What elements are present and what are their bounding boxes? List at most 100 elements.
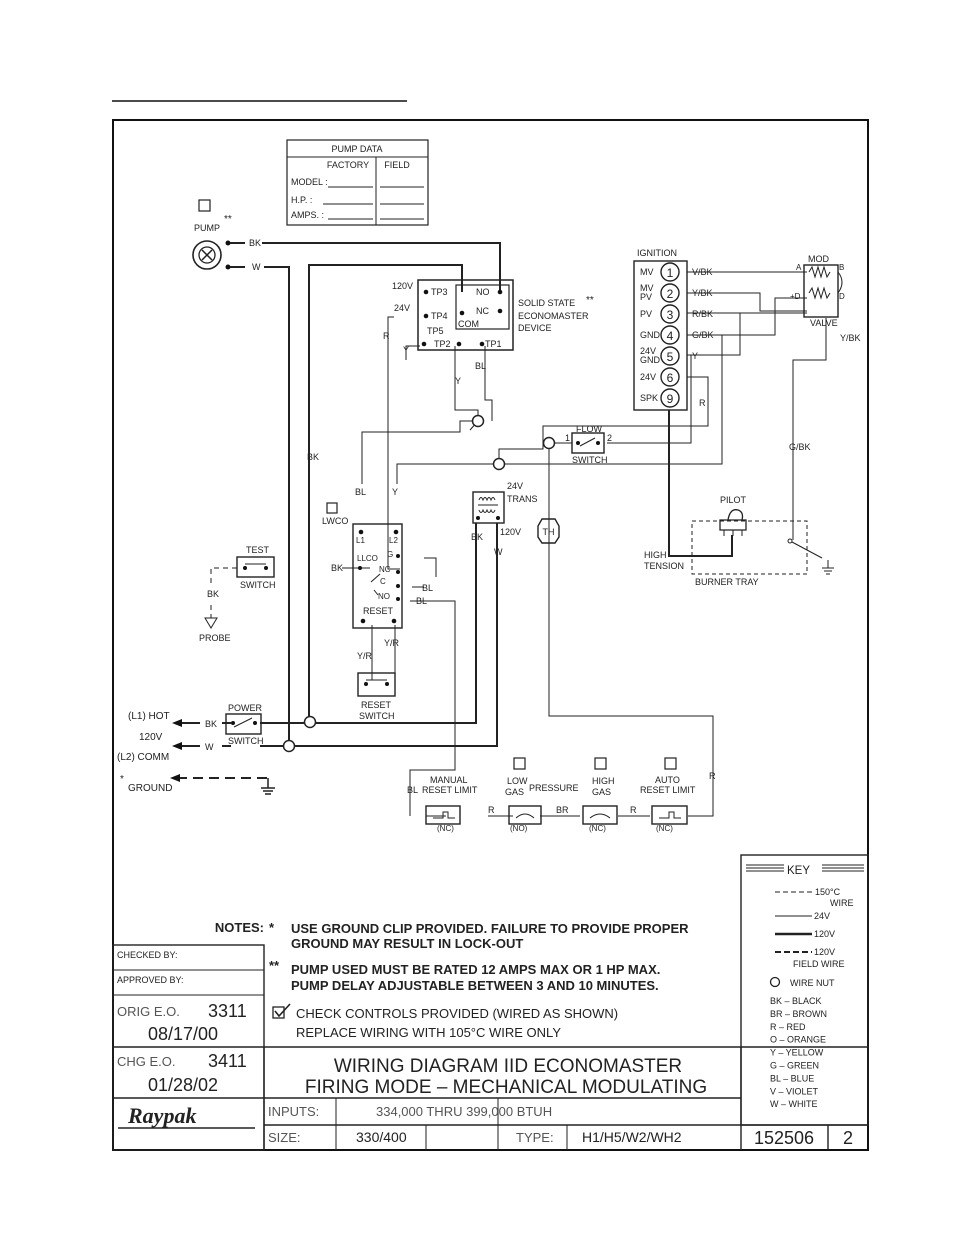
ignition-pin-label: GND bbox=[640, 330, 661, 340]
valve-d: D bbox=[839, 292, 845, 301]
reset-switch: RESET SWITCH bbox=[357, 672, 396, 721]
pump-data-field-header: FIELD bbox=[384, 160, 410, 170]
lwco-bl1-label: BL bbox=[422, 583, 433, 593]
key-color-entry: V – VIOLET bbox=[770, 1086, 819, 1096]
power-supply: (L1) HOT 120V (L2) COMM * GROUND BK W PO… bbox=[117, 703, 275, 795]
auto-limit-checkbox bbox=[664, 757, 677, 770]
title-block: CHECKED BY: APPROVED BY: ORIG E.O. 3311 … bbox=[112, 944, 868, 1151]
pump-label: PUMP bbox=[194, 223, 220, 233]
manual-limit-label-2: RESET LIMIT bbox=[422, 785, 478, 795]
check-box-icon bbox=[272, 1006, 285, 1019]
tp2-label: TP2 bbox=[434, 339, 451, 349]
note-check: CHECK CONTROLS PROVIDED (WIRED AS SHOWN) bbox=[296, 1006, 618, 1021]
inputs-label: INPUTS: bbox=[268, 1104, 319, 1119]
lwco-bk-label: BK bbox=[331, 563, 343, 573]
type-value: H1/H5/W2/WH2 bbox=[582, 1129, 682, 1145]
trans-label: TRANS bbox=[507, 494, 538, 504]
pump-wire-w: W bbox=[252, 262, 261, 272]
chg-eo-value: 3411 bbox=[208, 1051, 247, 1071]
pump-motor-icon bbox=[192, 240, 222, 270]
drawing-title-line1: WIRING DIAGRAM IID ECONOMASTER bbox=[334, 1056, 682, 1077]
mod-valve: MOD A B +D D VALVE Y/BK G/BK bbox=[789, 254, 861, 452]
ignition-pin-2 bbox=[660, 283, 680, 303]
valve-label: VALVE bbox=[810, 318, 838, 328]
auto-limit-label-2: RESET LIMIT bbox=[640, 785, 696, 795]
tp4-label: TP4 bbox=[431, 311, 448, 321]
note-replace: REPLACE WIRING WITH 105°C WIRE ONLY bbox=[296, 1025, 561, 1040]
econo-com-label: COM bbox=[458, 319, 479, 329]
lwco-y-label: Y bbox=[392, 487, 398, 497]
pump: ** PUMP BK W bbox=[192, 199, 261, 272]
valve-g-bk-label: G/BK bbox=[789, 442, 811, 452]
econo-nc-label: NC bbox=[476, 306, 489, 316]
flow-switch-sub: SWITCH bbox=[572, 455, 608, 465]
burner-tray bbox=[691, 520, 808, 575]
pump-wire-bk: BK bbox=[249, 238, 261, 248]
ignition-pin-1 bbox=[660, 262, 680, 282]
key-color-entry: Y – YELLOW bbox=[770, 1048, 824, 1058]
arrow-comm bbox=[172, 742, 182, 750]
lwco: LWCO BL Y L1 L2 LLCO G NC C NO RESET BK … bbox=[322, 487, 433, 661]
key-150c: 150°C bbox=[815, 887, 841, 897]
flow-p2: 2 bbox=[607, 433, 612, 443]
key-legend: KEY 150°C WIRE 24V 120V 120V FIELD WIRE … bbox=[740, 854, 869, 1126]
key-wire-nut: WIRE NUT bbox=[790, 978, 835, 988]
pilot-high-label: HIGH bbox=[644, 550, 667, 560]
low-gas-checkbox bbox=[513, 757, 526, 770]
key-color-entry: R – RED bbox=[770, 1022, 806, 1032]
orig-eo-value: 3311 bbox=[208, 1001, 247, 1021]
test-switch: TEST SWITCH BK PROBE bbox=[199, 545, 276, 643]
raypak-logo: Raypak bbox=[127, 1103, 196, 1128]
chg-eo-label: CHG E.O. bbox=[117, 1054, 176, 1069]
size-label: SIZE: bbox=[268, 1130, 301, 1145]
low-gas-label-1: LOW bbox=[507, 776, 528, 786]
power-switch bbox=[225, 713, 262, 735]
low-gas-label-2: GAS bbox=[505, 787, 524, 797]
reset-switch-label-1: RESET bbox=[361, 700, 392, 710]
key-120v: 120V bbox=[814, 929, 835, 939]
key-24v: 24V bbox=[814, 911, 830, 921]
econo-r-label: R bbox=[383, 331, 390, 341]
probe-label: PROBE bbox=[199, 633, 231, 643]
diagram-frame bbox=[112, 119, 869, 1151]
valve-y-bk-label: Y/BK bbox=[840, 333, 861, 343]
flow-p1: 1 bbox=[565, 433, 570, 443]
lwco-yr1-label: Y/R bbox=[357, 651, 373, 661]
ignition-pin-label: MV bbox=[640, 283, 654, 293]
valve-a: A bbox=[796, 263, 802, 272]
test-switch-sub: SWITCH bbox=[240, 580, 276, 590]
ignition-pin-label: GND bbox=[640, 355, 661, 365]
trans-bk-label: BK bbox=[471, 532, 483, 542]
power-l1-label: (L1) HOT bbox=[128, 711, 170, 722]
drawing-title-line2: FIRING MODE – MECHANICAL MODULATING bbox=[305, 1077, 707, 1098]
econo-label-3: DEVICE bbox=[518, 323, 552, 333]
lwco-llco: LLCO bbox=[357, 554, 378, 563]
high-gas-label-2: GAS bbox=[592, 787, 611, 797]
power-switch-label: POWER bbox=[228, 703, 263, 713]
lwco-no: NO bbox=[378, 592, 390, 601]
power-l2-label: (L2) COMM bbox=[117, 752, 169, 763]
thermostat: TH bbox=[537, 518, 560, 544]
ignition-pin-4 bbox=[660, 325, 680, 345]
note1-line1: USE GROUND CLIP PROVIDED. FAILURE TO PRO… bbox=[291, 921, 689, 936]
lwco-g: G bbox=[387, 550, 393, 559]
lwco-l1: L1 bbox=[356, 536, 365, 545]
flow-switch-label: FLOW bbox=[576, 424, 603, 434]
manual-limit-nc: (NC) bbox=[437, 824, 454, 833]
ignition-title: IGNITION bbox=[637, 248, 677, 258]
ignition-pin-number: 1 bbox=[667, 266, 674, 280]
burner-tray-label: BURNER TRAY bbox=[695, 577, 759, 587]
limit-switches: MANUAL RESET LIMIT BL (NC) R LOW GAS PRE… bbox=[407, 757, 716, 833]
key-color-entry: BK – BLACK bbox=[770, 996, 822, 1006]
ignition-pin-label: SPK bbox=[640, 393, 658, 403]
probe-bk-label: BK bbox=[207, 589, 219, 599]
ignition-pin-number: 3 bbox=[667, 308, 674, 322]
flow-switch: FLOW SWITCH 1 2 bbox=[565, 424, 612, 465]
auto-limit-nc: (NC) bbox=[656, 824, 673, 833]
drawing-revision: 2 bbox=[843, 1128, 853, 1148]
key-color-entry: G – GREEN bbox=[770, 1061, 819, 1071]
ignition-wire-label: Y/BK bbox=[692, 288, 713, 298]
ignition-pin-3 bbox=[660, 304, 680, 324]
ignition-pin-5 bbox=[660, 346, 680, 366]
